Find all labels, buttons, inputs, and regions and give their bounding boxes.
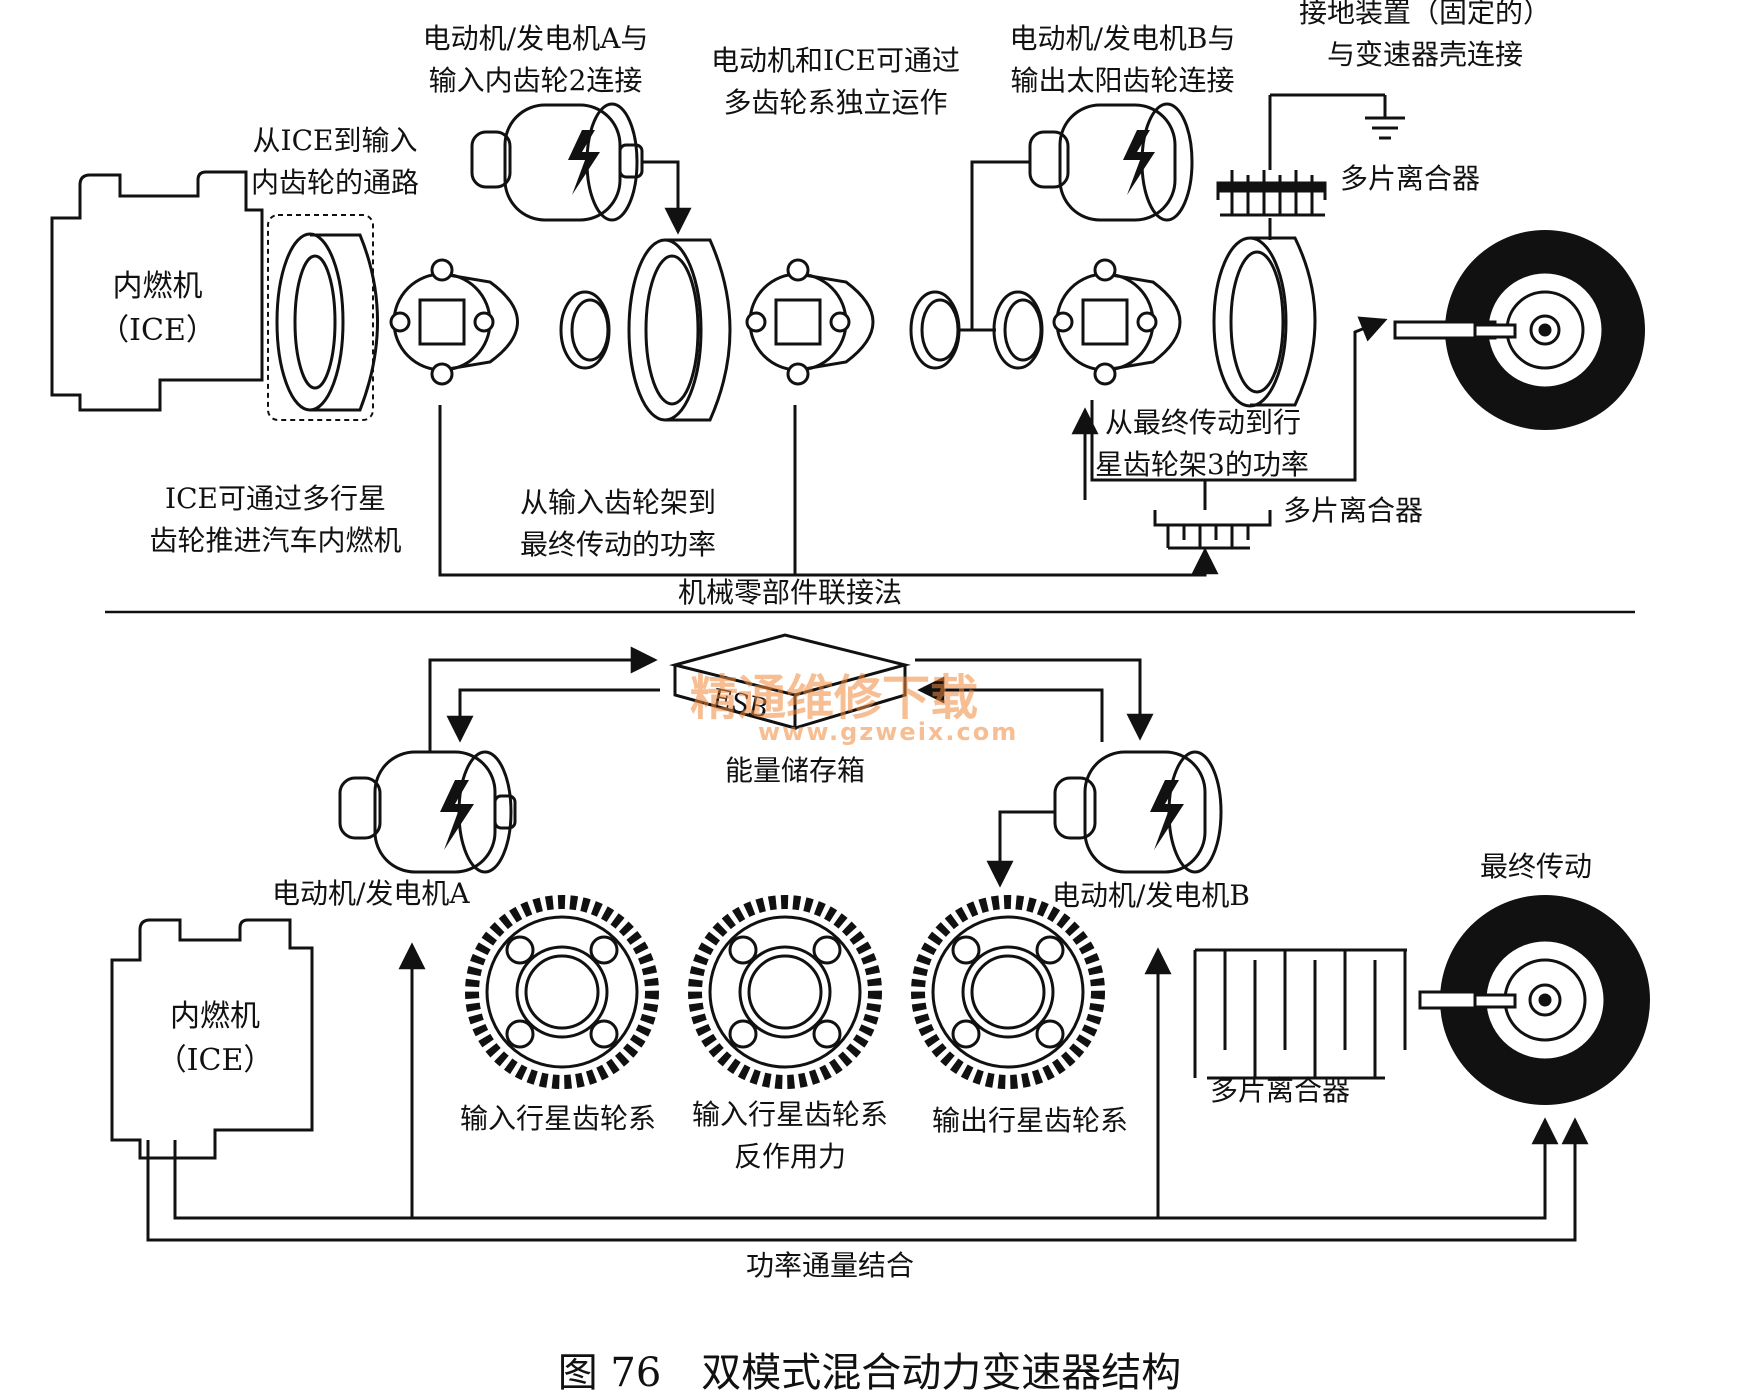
label-ice-propel: ICE可通过多行星 齿轮推进汽车内燃机	[118, 478, 433, 562]
ice-top-label: 内燃机 （ICE）	[80, 265, 235, 353]
ice-block-top	[50, 170, 264, 412]
label-ice-propel-2: 齿轮推进汽车内燃机	[149, 524, 402, 557]
ice-bottom-label-1: 内燃机	[170, 999, 260, 1034]
input-ring-gear-top	[275, 232, 379, 412]
label-final-to-carrier-2: 星齿轮架3的功率	[1095, 448, 1309, 481]
motor-generator-a-top	[470, 102, 644, 222]
sun-gear-2	[909, 290, 961, 370]
label-mgb-2: 输出太阳齿轮连接	[1010, 64, 1235, 97]
label-ice-propel-1: ICE可通过多行星	[165, 482, 386, 515]
section-title-bottom: 功率通量结合	[745, 1249, 914, 1282]
label-final-to-carrier: 从最终传动到行 星齿轮架3的功率	[1095, 402, 1309, 486]
final-drive-label: 最终传动	[1480, 850, 1593, 883]
clutch-bottom-label: 多片离合器	[1210, 1074, 1351, 1107]
clutch-lower-top	[1153, 510, 1272, 550]
label-ground: 接地装置（固定的） 与变速器壳连接	[1270, 0, 1580, 76]
esb-label: 能量储存箱	[724, 754, 865, 787]
input-ring-gear-2	[627, 238, 732, 422]
label-final-to-carrier-1: 从最终传动到行	[1105, 406, 1302, 439]
clutch-bottom	[1193, 948, 1407, 1080]
esb-box	[669, 633, 911, 730]
wheel-bottom	[1418, 895, 1650, 1105]
sun-gear-1	[559, 290, 611, 370]
reaction-planetary-gearset	[688, 895, 882, 1089]
label-carrier-to-final-1: 从输入齿轮架到	[519, 486, 716, 519]
section-title-top: 机械零部件联接法	[677, 576, 902, 609]
gear1-label: 输入行星齿轮系	[459, 1102, 656, 1135]
mga-bottom-label: 电动机/发电机A	[272, 877, 470, 910]
figure-caption: 图 76 双模式混合动力变速器结构	[557, 1350, 1182, 1396]
input-planetary-gearset	[465, 895, 659, 1089]
planetary-carrier-3	[1052, 258, 1182, 386]
motor-generator-b-top	[1028, 102, 1194, 222]
gear2-label-1: 输入行星齿轮系	[691, 1098, 888, 1131]
output-planetary-gearset	[911, 895, 1105, 1089]
label-independent-2: 多齿轮系独立运作	[723, 86, 948, 119]
label-independent-operation: 电动机和ICE可通过 多齿轮系独立运作	[688, 40, 983, 124]
watermark-url: www.gzweix.com	[758, 718, 1019, 746]
wheel-top	[1393, 230, 1645, 430]
label-independent-1: 电动机和ICE可通过	[711, 44, 960, 77]
ground-symbol	[1268, 93, 1405, 170]
motor-generator-b-bottom	[1053, 750, 1223, 874]
label-ground-1: 接地装置（固定的）	[1298, 0, 1551, 29]
label-path-ice-to-ring: 从ICE到输入 内齿轮的通路	[220, 120, 450, 204]
motor-generator-a-bottom	[338, 750, 517, 874]
label-clutch-upper: 多片离合器	[1340, 162, 1481, 195]
output-sun-gear	[992, 290, 1044, 370]
output-ring-gear	[1212, 236, 1317, 408]
label-path-ice-to-ring-2: 内齿轮的通路	[250, 166, 419, 199]
label-clutch-lower: 多片离合器	[1283, 494, 1424, 527]
label-path-ice-to-ring-1: 从ICE到输入	[252, 124, 418, 157]
label-mga-2: 输入内齿轮2连接	[428, 64, 643, 97]
label-carrier-to-final: 从输入齿轮架到 最终传动的功率	[488, 482, 748, 566]
label-mgb-connect: 电动机/发电机B与 输出太阳齿轮连接	[985, 18, 1260, 102]
ice-block-bottom	[110, 918, 314, 1160]
ice-ring-housing	[267, 214, 374, 421]
gear2-label: 输入行星齿轮系 反作用力	[670, 1094, 910, 1178]
gear2-label-2: 反作用力	[733, 1140, 846, 1173]
label-mgb-1: 电动机/发电机B与	[1009, 22, 1236, 55]
planetary-carrier-1	[389, 258, 519, 386]
planetary-carrier-2	[745, 258, 875, 386]
watermark-title: 精通维修下载	[690, 670, 979, 726]
ice-top-label-1: 内燃机	[112, 269, 203, 304]
label-mga-connect: 电动机/发电机A与 输入内齿轮2连接	[398, 18, 673, 102]
label-mga-1: 电动机/发电机A与	[422, 22, 649, 55]
label-ground-2: 与变速器壳连接	[1326, 38, 1523, 71]
clutch-upper	[1216, 170, 1327, 217]
ice-top-label-2: （ICE）	[99, 313, 216, 348]
mgb-bottom-label: 电动机/发电机B	[1052, 879, 1251, 912]
ice-bottom-label-2: （ICE）	[156, 1043, 274, 1078]
gear3-label: 输出行星齿轮系	[931, 1104, 1128, 1137]
ice-bottom-label: 内燃机 （ICE）	[135, 995, 295, 1083]
label-carrier-to-final-2: 最终传动的功率	[519, 528, 716, 561]
